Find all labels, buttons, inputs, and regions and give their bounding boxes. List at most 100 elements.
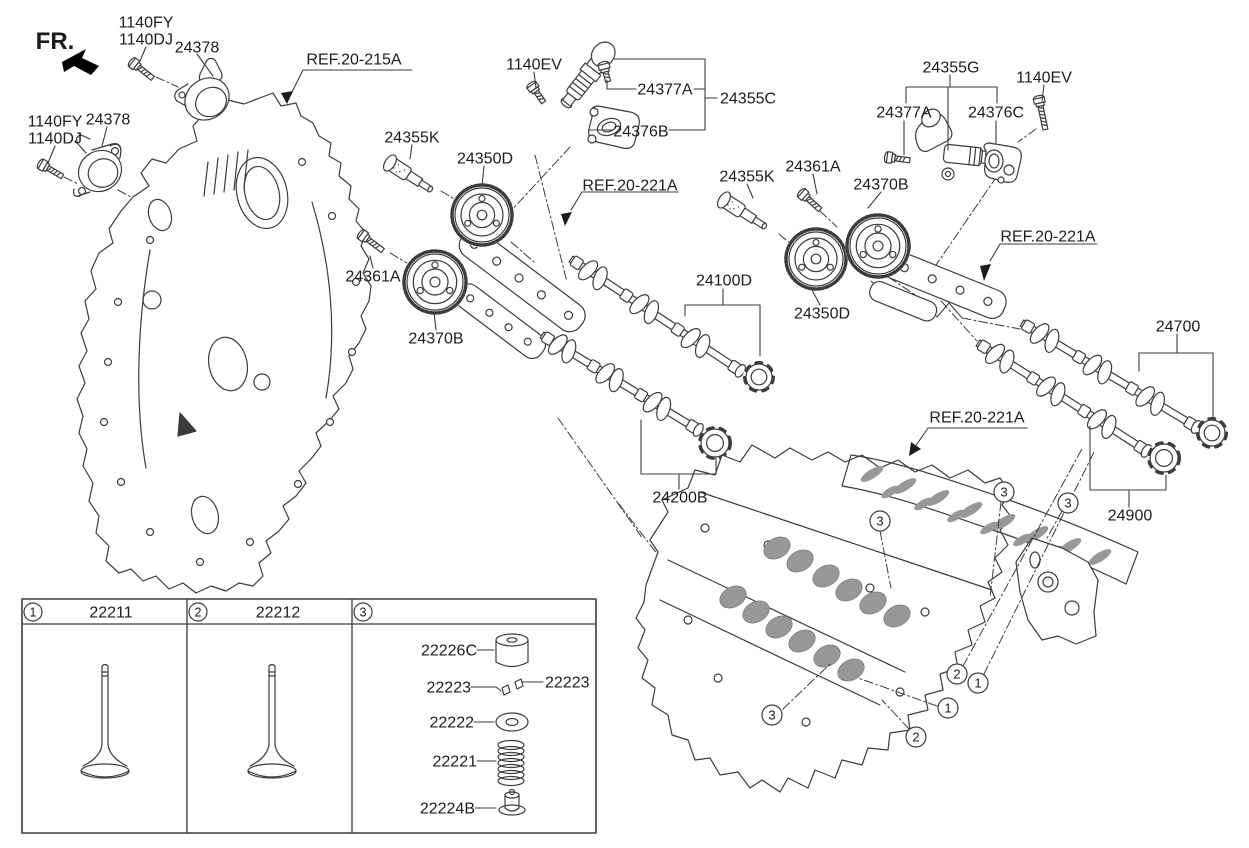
valve-port xyxy=(788,629,816,653)
part-label-24376c: 24376C xyxy=(968,105,1024,122)
valve-port xyxy=(837,658,865,682)
part-label-ref-20-221a: REF.20-221A xyxy=(1000,229,1095,246)
construction-lines xyxy=(63,76,1037,594)
callout-3: 3 xyxy=(993,481,1015,503)
part-label-24370b: 24370B xyxy=(853,177,908,194)
bolt-3 xyxy=(597,60,612,83)
legend-table xyxy=(21,598,597,834)
gasket-slot xyxy=(959,502,983,518)
camshaft-exhaust-front xyxy=(539,331,704,437)
timing-cover-drawing xyxy=(76,92,372,594)
valve-port xyxy=(883,604,911,628)
valve-port xyxy=(786,549,814,573)
bolt-4 xyxy=(356,229,385,254)
svg-text:3: 3 xyxy=(360,606,367,620)
ref-arrowheads xyxy=(281,91,991,456)
part-label-1140ev: 1140EV xyxy=(506,57,562,74)
part-label-24355k: 24355K xyxy=(384,130,439,147)
gasket-slot xyxy=(914,497,932,511)
part-label-24355c: 24355C xyxy=(720,91,776,108)
svg-text:3: 3 xyxy=(876,514,883,529)
camshaft-intake-front xyxy=(568,255,747,378)
ref-leader-lines xyxy=(281,69,1098,456)
part-label-24377a: 24377A xyxy=(876,105,931,122)
part-label-ref-20-215a: REF.20-215A xyxy=(306,52,401,69)
intake-valve-drawing xyxy=(80,663,130,779)
part-label-24377a: 24377A xyxy=(637,82,692,99)
part-label-1140fy: 1140FY xyxy=(119,15,174,32)
cvvt-24370b-rear xyxy=(845,213,911,279)
cam-carriers xyxy=(455,228,1007,360)
part-label-24350d: 24350D xyxy=(794,306,850,323)
gasket-slot xyxy=(860,466,884,482)
leader-lines xyxy=(47,46,1045,331)
cam-trigger-wheel-2 xyxy=(1196,417,1228,449)
valve-ports xyxy=(719,536,911,682)
valve-port xyxy=(742,600,770,624)
callout-2: 2 xyxy=(946,663,968,685)
callout-3: 3 xyxy=(869,510,891,532)
svg-text:3: 3 xyxy=(1000,485,1007,500)
valve-port xyxy=(719,585,747,609)
part-label-24355g: 24355G xyxy=(923,60,980,77)
center-bolt-24355k-0 xyxy=(382,154,434,193)
ocv-assembly-rear xyxy=(915,108,1022,184)
part-label-22221: 22221 xyxy=(433,754,478,771)
valve-port xyxy=(813,644,841,668)
camshafts xyxy=(539,255,1228,475)
bolt-7 xyxy=(883,151,911,164)
part-label-1140ev: 1140EV xyxy=(1016,70,1072,87)
valve-port xyxy=(835,578,863,602)
part-label-1140dj: 1140DJ xyxy=(119,32,173,49)
gasket-slot xyxy=(1013,533,1031,547)
camshaft-exhaust-rear xyxy=(975,339,1152,458)
callout-2: 2 xyxy=(188,602,208,622)
svg-text:2: 2 xyxy=(195,606,202,620)
part-label-1140dj: 1140DJ xyxy=(28,131,82,148)
gasket-slot xyxy=(1088,549,1112,565)
head-end-block xyxy=(1015,537,1099,645)
callout-1: 1 xyxy=(937,697,959,719)
cmp-sensor-bottom xyxy=(73,134,123,197)
fr-direction-arrow-icon xyxy=(62,49,99,75)
svg-text:2: 2 xyxy=(953,667,960,682)
valve-port xyxy=(763,536,791,560)
part-label-24200b: 24200B xyxy=(652,490,707,507)
gasket-slot xyxy=(893,478,917,494)
callout-3: 3 xyxy=(1057,492,1079,514)
part-label-22211: 22211 xyxy=(89,605,132,622)
svg-text:3: 3 xyxy=(1064,496,1071,511)
callout-leaders xyxy=(782,446,1095,730)
svg-text:1: 1 xyxy=(944,701,951,716)
svg-text:2: 2 xyxy=(912,730,919,745)
callout-1: 1 xyxy=(967,672,989,694)
bolt-5 xyxy=(796,187,823,213)
bolt-0 xyxy=(127,57,155,81)
part-label-ref-20-221a: REF.20-221A xyxy=(929,410,1024,427)
part-label-24378: 24378 xyxy=(86,112,131,129)
part-label-24355k: 24355K xyxy=(719,169,774,186)
part-label-fr-: FR. xyxy=(36,28,75,55)
part-label-22223: 22223 xyxy=(545,675,590,692)
cvvt-gears xyxy=(402,183,911,315)
bolt-6 xyxy=(1032,94,1049,131)
part-label-22226c: 22226C xyxy=(421,643,477,660)
callout-3: 3 xyxy=(353,602,373,622)
bolt-1 xyxy=(36,158,65,180)
part-label-22224b: 22224B xyxy=(420,801,475,818)
gasket-slot xyxy=(947,509,965,523)
part-label-24361a: 24361A xyxy=(785,159,840,176)
valve-port xyxy=(859,591,887,615)
gasket-slot xyxy=(926,490,950,506)
part-label-22212: 22212 xyxy=(256,605,301,622)
gasket-slot xyxy=(980,521,998,535)
svg-text:3: 3 xyxy=(768,708,775,723)
callout-1: 1 xyxy=(23,602,43,622)
cylinder-head-drawing xyxy=(635,444,1139,793)
gasket-slot xyxy=(881,485,899,499)
part-label-22222: 22222 xyxy=(430,715,475,732)
